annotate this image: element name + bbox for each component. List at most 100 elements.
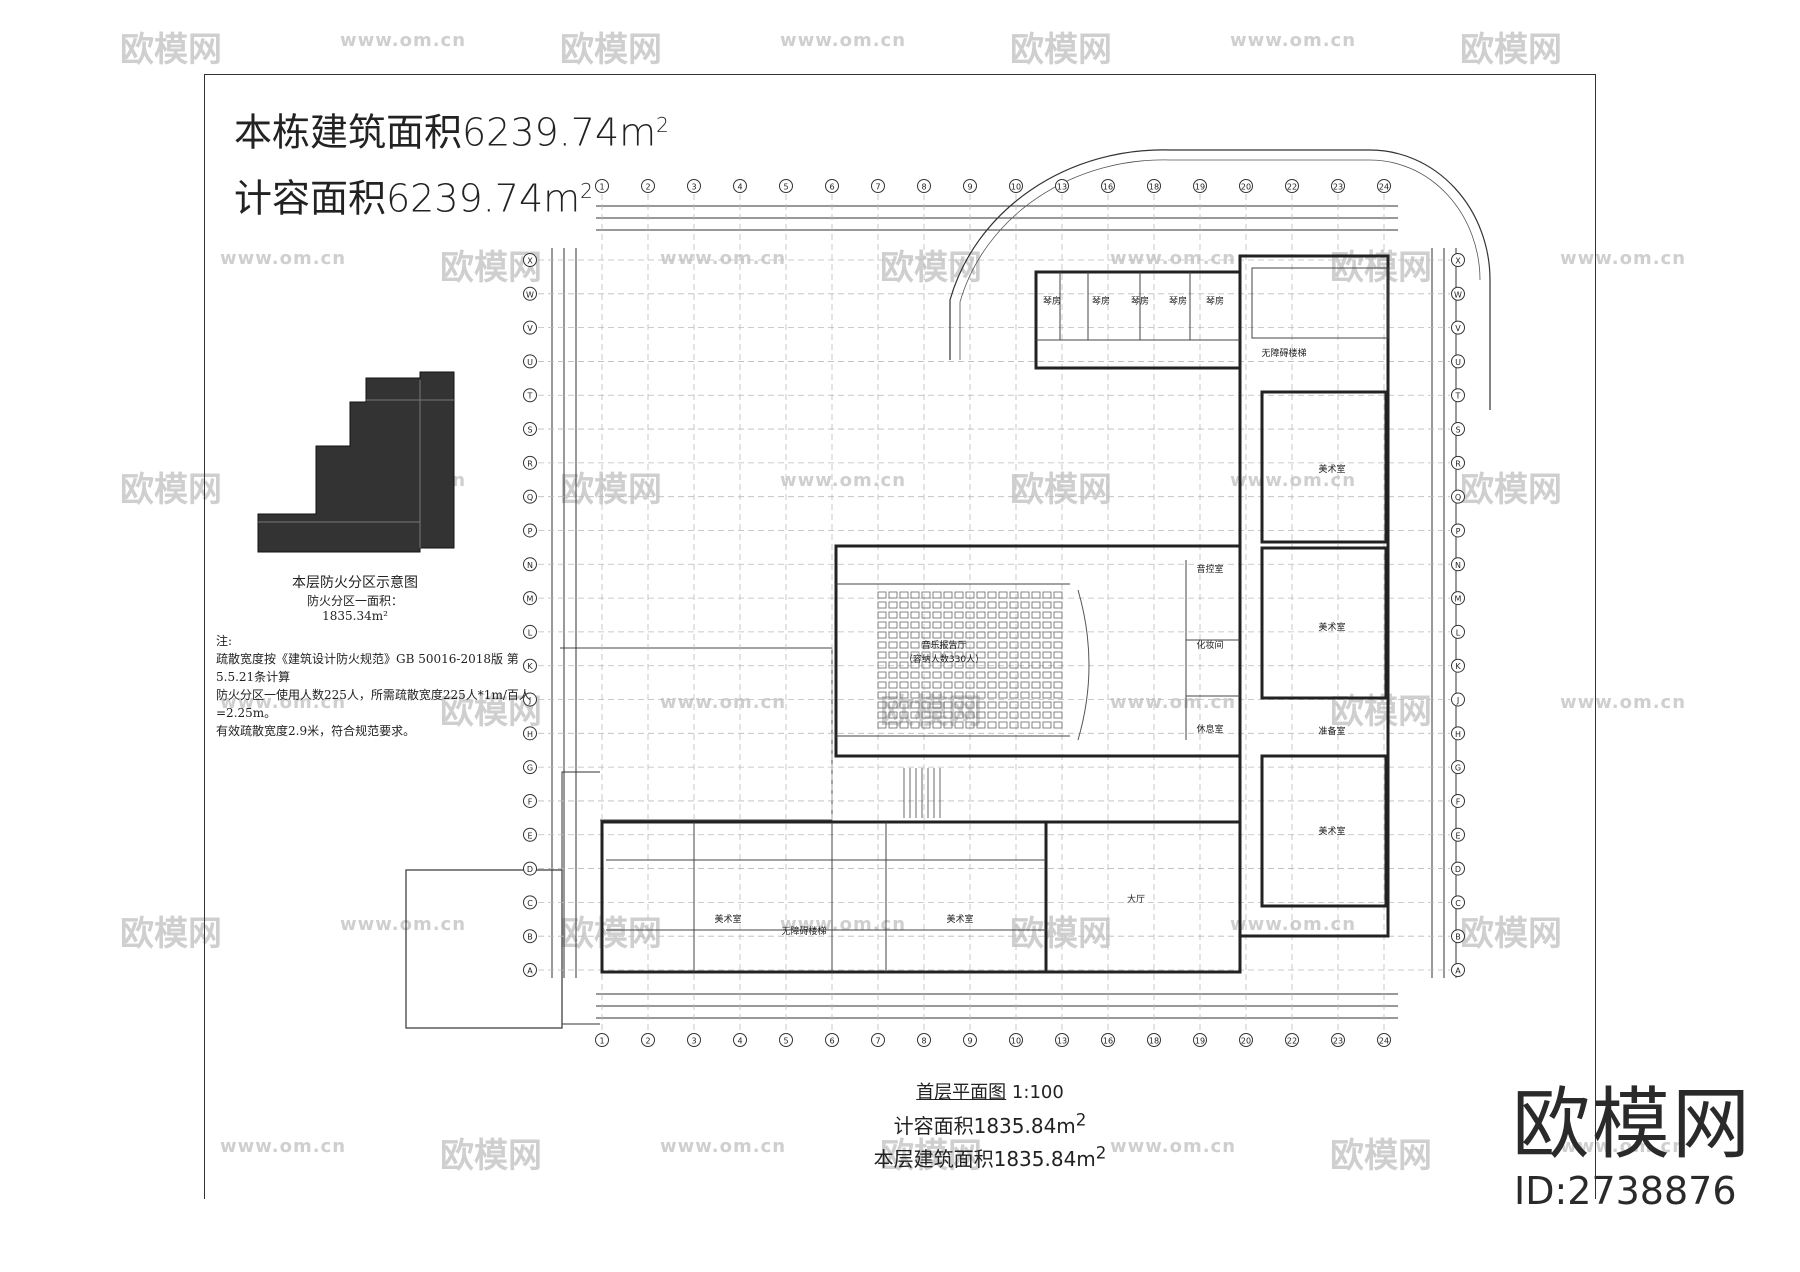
notes-line: =2.25m。 bbox=[216, 706, 277, 720]
area-summary: 本栋建筑面积6239.74m2 计容面积6239.74m2 bbox=[234, 96, 669, 227]
svg-text:6: 6 bbox=[829, 1037, 834, 1046]
room-label-auditorium-capacity: （容纳人数330人） bbox=[904, 653, 984, 665]
svg-text:W: W bbox=[1454, 290, 1462, 299]
svg-text:16: 16 bbox=[1103, 183, 1113, 192]
svg-text:C: C bbox=[527, 899, 533, 908]
svg-text:22: 22 bbox=[1287, 183, 1297, 192]
svg-text:E: E bbox=[527, 831, 532, 840]
room-label-lounge: 休息室 bbox=[1196, 723, 1223, 735]
svg-text:F: F bbox=[528, 797, 533, 806]
axis-bubble-bottom: 6 bbox=[825, 1033, 839, 1047]
axis-bubble-right: W bbox=[1451, 286, 1465, 301]
axis-bubble-bottom: 24 bbox=[1377, 1033, 1391, 1047]
svg-text:Q: Q bbox=[527, 493, 533, 502]
axis-bubble-bottom: 20 bbox=[1239, 1033, 1253, 1047]
axis-bubble-left: U bbox=[523, 354, 537, 369]
svg-text:N: N bbox=[1455, 561, 1461, 570]
axis-bubble-right: X bbox=[1451, 253, 1465, 267]
axis-bubble-top: 18 bbox=[1147, 179, 1161, 193]
svg-text:13: 13 bbox=[1057, 183, 1067, 192]
room-label-control: 音控室 bbox=[1196, 563, 1223, 575]
axis-bubble-left: Q bbox=[523, 489, 537, 504]
svg-text:N: N bbox=[527, 561, 533, 570]
room-label-art-4: 美术室 bbox=[714, 913, 741, 925]
axis-bubble-right: P bbox=[1451, 523, 1465, 538]
axis-bubble-left: E bbox=[523, 827, 537, 842]
axis-bubble-left: N bbox=[523, 557, 537, 572]
room-label-stair: 无障碍楼梯 bbox=[1261, 347, 1306, 359]
svg-text:R: R bbox=[527, 459, 533, 468]
svg-text:A: A bbox=[1455, 967, 1461, 976]
svg-text:22: 22 bbox=[1287, 1037, 1297, 1046]
svg-text:Q: Q bbox=[1455, 493, 1461, 502]
notes-line: 5.5.21条计算 bbox=[216, 670, 291, 684]
axis-bubble-right: A bbox=[1451, 963, 1465, 977]
axis-bubble-right: U bbox=[1451, 354, 1465, 369]
svg-text:U: U bbox=[1455, 358, 1461, 367]
axis-bubble-right: V bbox=[1451, 320, 1465, 335]
svg-text:8: 8 bbox=[921, 1037, 926, 1046]
axis-bubble-top: 2 bbox=[641, 179, 655, 193]
axis-bubble-left: P bbox=[523, 523, 537, 538]
svg-text:5: 5 bbox=[783, 1037, 788, 1046]
axis-bubble-left: T bbox=[523, 388, 537, 403]
axis-bubble-left: R bbox=[523, 455, 537, 470]
axis-bubble-bottom: 1 bbox=[595, 1033, 609, 1047]
svg-text:R: R bbox=[1455, 459, 1461, 468]
svg-text:L: L bbox=[528, 628, 533, 637]
axis-bubble-bottom: 18 bbox=[1147, 1033, 1161, 1047]
axis-bubble-right: E bbox=[1451, 827, 1465, 842]
svg-text:D: D bbox=[1455, 865, 1461, 874]
svg-text:B: B bbox=[527, 933, 533, 942]
svg-text:J: J bbox=[528, 696, 531, 705]
axis-bubble-right: Q bbox=[1451, 489, 1465, 504]
axis-bubble-top: 5 bbox=[779, 179, 793, 193]
plan-floor-area: 本层建筑面积1835.84m2 bbox=[873, 1143, 1107, 1171]
plan-scale: 1:100 bbox=[1011, 1082, 1064, 1103]
room-label-art-3: 美术室 bbox=[1318, 825, 1345, 837]
axis-bubble-left: D bbox=[523, 861, 537, 876]
axis-bubble-right: K bbox=[1451, 658, 1465, 673]
axis-bubble-bottom: 8 bbox=[917, 1033, 931, 1047]
axis-bubble-right: H bbox=[1451, 726, 1465, 741]
axis-bubble-top: 19 bbox=[1193, 179, 1207, 193]
axis-bubble-bottom: 13 bbox=[1055, 1033, 1069, 1047]
svg-text:T: T bbox=[1455, 392, 1461, 401]
svg-text:24: 24 bbox=[1379, 1037, 1389, 1046]
svg-text:T: T bbox=[527, 392, 533, 401]
axis-bubble-bottom: 5 bbox=[779, 1033, 793, 1047]
site-arc bbox=[949, 149, 1491, 410]
axis-bubble-left: V bbox=[523, 320, 537, 335]
svg-text:D: D bbox=[527, 865, 533, 874]
svg-text:19: 19 bbox=[1195, 183, 1205, 192]
plan-title: 首层平面图 bbox=[916, 1082, 1007, 1103]
svg-text:S: S bbox=[527, 426, 532, 435]
svg-text:16: 16 bbox=[1103, 1037, 1113, 1046]
drawing-frame bbox=[204, 74, 1596, 1199]
svg-text:23: 23 bbox=[1333, 1037, 1343, 1046]
fire-diagram-title: 本层防火分区示意图 bbox=[292, 575, 418, 591]
axis-bubble-bottom: 4 bbox=[733, 1033, 747, 1047]
room-label-art-1: 美术室 bbox=[1318, 463, 1345, 475]
svg-text:W: W bbox=[526, 290, 534, 299]
axis-bubble-top: 20 bbox=[1239, 179, 1253, 193]
svg-text:23: 23 bbox=[1333, 183, 1343, 192]
svg-text:6: 6 bbox=[829, 183, 834, 192]
svg-text:H: H bbox=[1455, 730, 1461, 739]
design-notes: 注: 疏散宽度按《建筑设计防火规范》GB 50016-2018版 第 5.5.2… bbox=[216, 632, 531, 740]
svg-text:G: G bbox=[1455, 764, 1461, 773]
room-label-piano-1: 琴房 bbox=[1043, 295, 1061, 307]
fire-compartment-diagram bbox=[257, 371, 455, 553]
axis-bubble-top: 3 bbox=[687, 179, 701, 193]
axis-bubble-right: T bbox=[1451, 388, 1465, 403]
notes-line: 有效疏散宽度2.9米，符合规范要求。 bbox=[216, 724, 416, 738]
svg-text:F: F bbox=[1456, 797, 1461, 806]
svg-text:L: L bbox=[1456, 628, 1461, 637]
svg-text:P: P bbox=[1456, 527, 1461, 536]
svg-text:18: 18 bbox=[1149, 183, 1159, 192]
svg-text:9: 9 bbox=[967, 1037, 972, 1046]
room-label-auditorium: 音乐报告厅 bbox=[921, 639, 966, 651]
